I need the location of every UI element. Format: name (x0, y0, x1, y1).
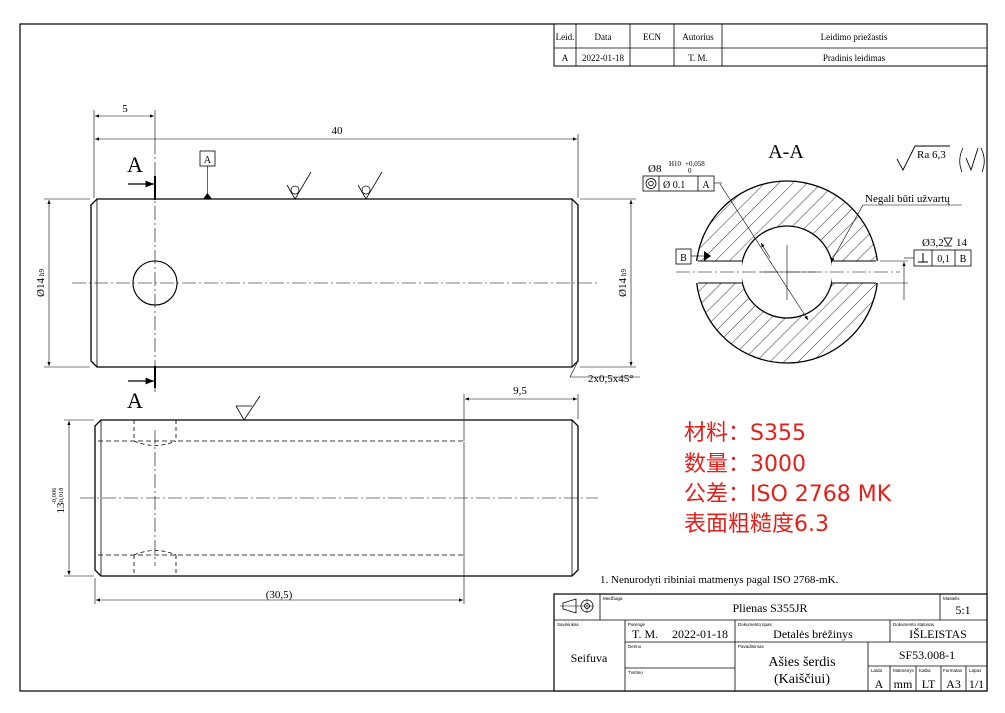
svg-text:Ø 0.1: Ø 0.1 (663, 180, 685, 191)
rev-cell-date: 2022-01-18 (582, 53, 624, 63)
hole-tolerance-class: H10 (669, 160, 682, 168)
dim-left-diameter: Ø14h9 (35, 269, 47, 297)
edition-value: A (875, 677, 884, 691)
part-title-line2: (Kaiščiui) (774, 672, 830, 687)
lower-view: 9,5 13 -0,006 -0,018 (30,5) (51, 385, 598, 604)
datum-b-label: B (680, 253, 687, 264)
label-doc-type: Dokumento tipas (738, 622, 773, 627)
label-edition: Laida (871, 668, 883, 673)
owner-value: Seifuva (571, 651, 608, 665)
title-block: Medžiaga Plienas S355JR Mastelis 5:1 Sav… (553, 593, 988, 692)
surface-finish-mark (286, 171, 312, 200)
note-no-burrs: Negali būti užvartų (865, 193, 950, 205)
language-value: LT (922, 677, 936, 691)
label-doc-status: Dokumento statusas (893, 622, 935, 627)
hole-tol-lower: 0 (688, 167, 692, 175)
pin-hole-diameter: Ø3,2 (922, 237, 944, 249)
label-material: Medžiaga (603, 596, 623, 601)
label-sheet: Lapas (969, 668, 982, 673)
dim-height-tol: -0,006 (51, 487, 58, 505)
dim-length-30-5: (30,5) (266, 589, 293, 601)
label-title: Pavadinimas (738, 644, 765, 649)
svg-text:A: A (702, 180, 710, 191)
dim-length-40: 40 (332, 125, 344, 137)
section-cut-label-top: A (127, 152, 143, 177)
concentricity-icon (645, 178, 657, 189)
rev-header-author: Autorius (682, 32, 714, 42)
surface-finish-mark (235, 395, 261, 421)
general-roughness-symbol: Ra 6,3 (896, 145, 985, 173)
units-value: mm (894, 677, 913, 691)
perpendicularity-frame: 0,1 B (913, 249, 972, 267)
revision-table: Leid. Data ECN Autorius Leidimo priežast… (553, 23, 988, 67)
sheet-value: 1/1 (969, 677, 984, 691)
section-cut-label-bottom: A (127, 388, 143, 413)
section-view-a-a: A-A Ø8 H10 +0,058 0 Ø 0.1 A (642, 141, 985, 364)
doc-status-value: IŠLEISTAS (909, 627, 967, 641)
label-prepared: Parengė (628, 622, 646, 627)
dim-flat-9-5: 9,5 (513, 385, 527, 397)
red-note-material: 材料：S355 (684, 421, 806, 446)
prepared-by: T. M. (632, 627, 658, 641)
front-view: A A 5 40 Ø14h9 Ø14h9 2x0,5x45° A (35, 103, 640, 413)
rev-cell-author: T. M. (688, 53, 708, 63)
rev-header-ecn: ECN (643, 32, 662, 42)
material-value: Plienas S355JR (732, 601, 807, 615)
red-note-tolerance: 公差：ISO 2768 MK (684, 482, 892, 507)
label-checked: Derino (628, 644, 642, 649)
red-notes: 材料：S355 数量：3000 公差：ISO 2768 MK 表面粗糙度6.3 (684, 421, 892, 537)
dim-offset-5: 5 (122, 103, 128, 115)
drawing-number: SF53.008-1 (899, 648, 955, 662)
depth-icon (943, 237, 953, 247)
drawing-border (19, 23, 988, 692)
label-units: Matmenys (893, 668, 915, 673)
surface-finish-mark (357, 171, 383, 200)
scale-value: 5:1 (955, 603, 970, 617)
dim-height-13: 13 (55, 502, 67, 514)
hole-diameter: Ø8 (648, 163, 662, 175)
red-note-quantity: 数量：3000 (684, 452, 806, 477)
section-title: A-A (768, 141, 804, 163)
pin-hole-depth: 14 (956, 237, 968, 249)
perpendicularity-icon (918, 253, 928, 263)
format-value: A3 (946, 677, 961, 691)
label-format: Formatas (943, 668, 963, 673)
svg-text:Ra 6,3: Ra 6,3 (917, 149, 946, 161)
concentricity-frame: Ø 0.1 A (642, 175, 722, 192)
rev-header-edition: Leid. (556, 32, 575, 42)
projection-method-icon (560, 598, 594, 614)
rev-cell-reason: Pradinis leidimas (823, 53, 886, 63)
rev-header-date: Data (595, 32, 612, 42)
label-owner: Savininkas (557, 622, 580, 627)
label-language: Kalba (919, 668, 931, 673)
doc-type-value: Detalės brėžinys (773, 627, 853, 641)
part-title-line1: Ašies šerdis (768, 655, 835, 670)
rev-header-reason: Leidimo priežastis (821, 32, 888, 42)
dim-height-tol-lower: -0,018 (58, 488, 65, 505)
general-note: 1. Nenurodyti ribiniai matmenys pagal IS… (600, 574, 839, 586)
svg-text:0,1: 0,1 (937, 254, 950, 265)
prepared-date: 2022-01-18 (672, 627, 728, 641)
label-approved: Tvirtino (628, 670, 643, 675)
datum-a-label: A (204, 155, 212, 166)
svg-text:B: B (960, 254, 967, 265)
datum-b-box (675, 248, 692, 265)
label-scale: Mastelis (943, 596, 960, 601)
rev-cell-edition: A (562, 53, 569, 63)
dim-chamfer: 2x0,5x45° (588, 373, 634, 385)
red-note-roughness: 表面粗糙度6.3 (684, 512, 829, 537)
hole-tol-upper: +0,058 (685, 160, 705, 168)
dim-right-diameter: Ø14h9 (617, 269, 629, 297)
